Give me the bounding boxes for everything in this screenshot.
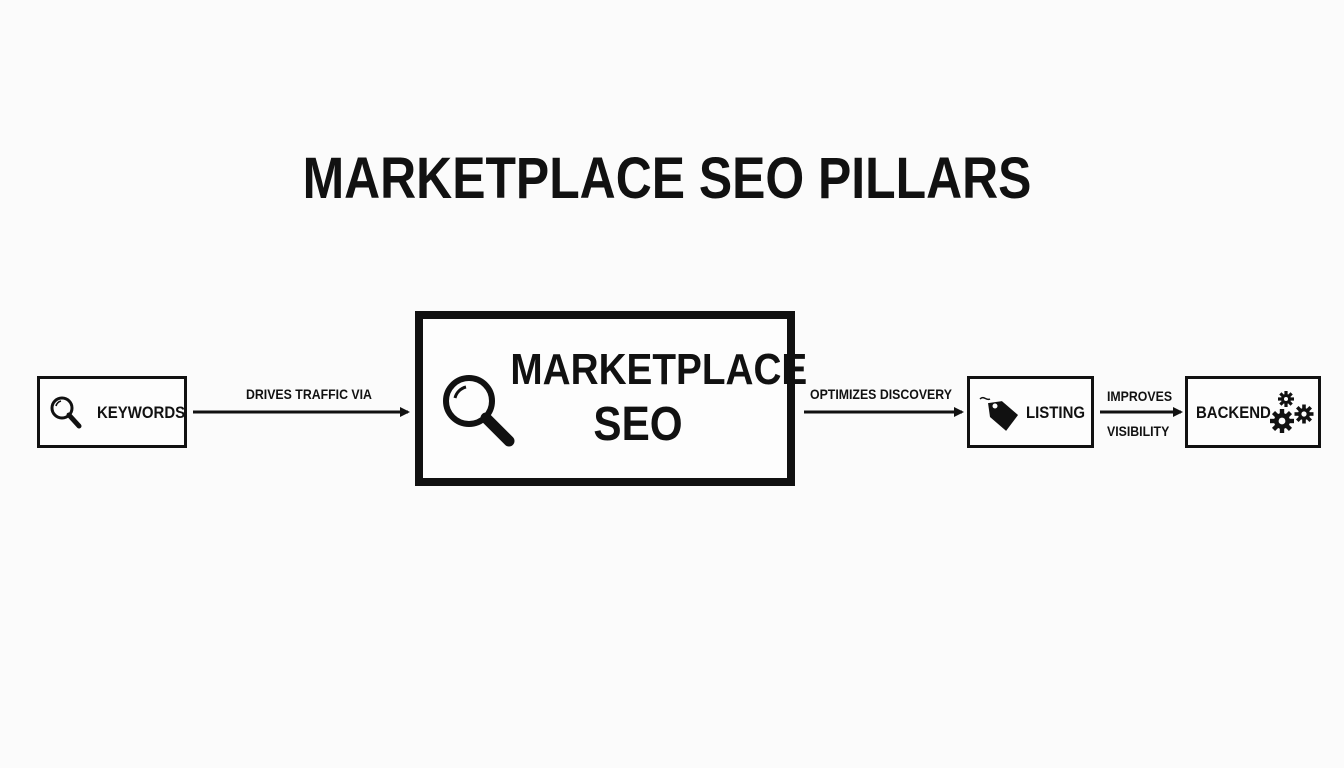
keywords-label: KEYWORDS <box>97 403 186 422</box>
listing-label: LISTING <box>1026 403 1086 422</box>
edge-label-visibility: VISIBILITY <box>1107 423 1170 439</box>
backend-node: BACKEND <box>1185 376 1321 448</box>
magnifier-icon <box>50 396 82 429</box>
edge-label-improves: IMPROVES <box>1107 388 1173 404</box>
price-tag-icon <box>979 396 1019 431</box>
center-title-line2: SEO <box>593 398 683 451</box>
listing-node: LISTING <box>967 376 1094 448</box>
gears-icon <box>1270 391 1314 433</box>
center-title-line1: MARKETPLACE <box>510 345 808 394</box>
marketplace-seo-node: MARKETPLACE SEO <box>415 311 808 486</box>
keywords-node: KEYWORDS <box>37 376 187 448</box>
magnifier-icon <box>443 375 515 447</box>
diagram-title: MARKETPLACE SEO PILLARS <box>302 146 1032 211</box>
edge-label-drives-traffic: DRIVES TRAFFIC VIA <box>246 386 372 402</box>
edge-label-optimizes-discovery: OPTIMIZES DISCOVERY <box>810 386 952 402</box>
backend-label: BACKEND <box>1196 403 1271 422</box>
